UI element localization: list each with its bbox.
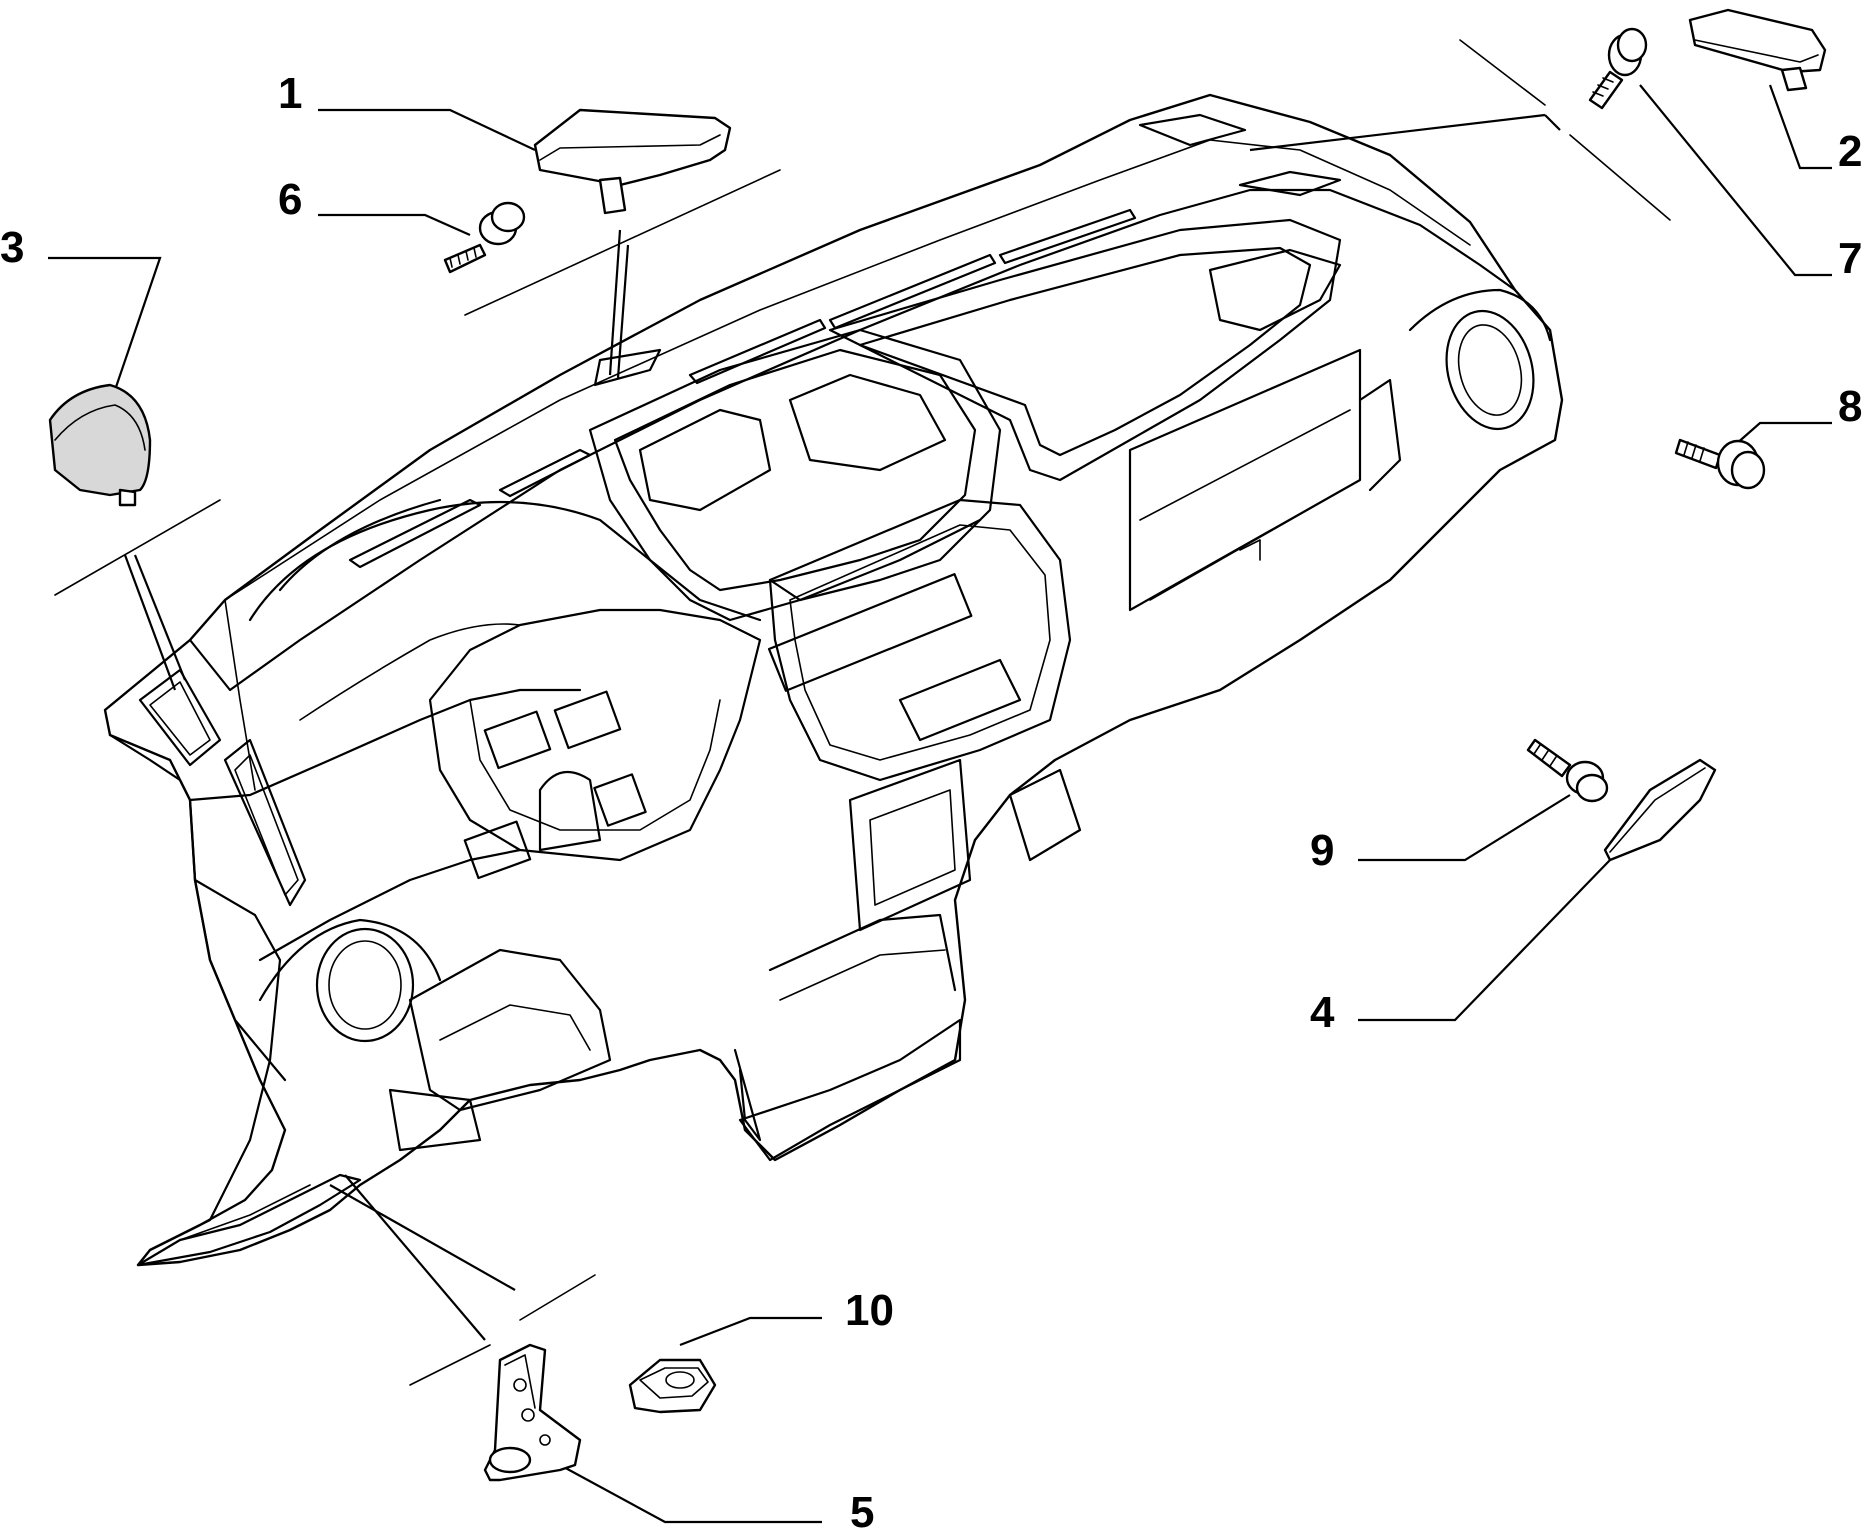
part-6-bolt: [443, 201, 526, 274]
part-1-cover-cap: [533, 108, 732, 215]
callout-5: 5: [850, 1488, 874, 1528]
part-3-end-cap: [48, 383, 152, 507]
callout-6: 6: [278, 175, 302, 224]
callout-3: 3: [0, 223, 24, 272]
callout-labels: 1 6 3 2 7 8 9 4 10 5: [0, 69, 1862, 1528]
part-8-bolt: [1674, 438, 1766, 490]
callout-1: 1: [278, 69, 302, 118]
reference-lines: [54, 39, 1671, 1386]
part-7-bolt: [1588, 27, 1648, 110]
dashboard-body: [103, 93, 1564, 1267]
callout-8: 8: [1838, 382, 1862, 431]
callout-9: 9: [1310, 826, 1334, 875]
part-4-side-cap: [1603, 758, 1717, 862]
part-10-nut: [628, 1358, 717, 1414]
part-9-bolt: [1526, 738, 1609, 803]
leader-lines: [48, 84, 1832, 1524]
callout-2: 2: [1838, 127, 1862, 176]
callout-4: 4: [1310, 988, 1335, 1037]
callout-7: 7: [1838, 234, 1862, 283]
callout-10: 10: [845, 1286, 894, 1335]
part-5-bracket: [483, 1343, 582, 1482]
part-2-cover-cap: [1688, 8, 1827, 92]
